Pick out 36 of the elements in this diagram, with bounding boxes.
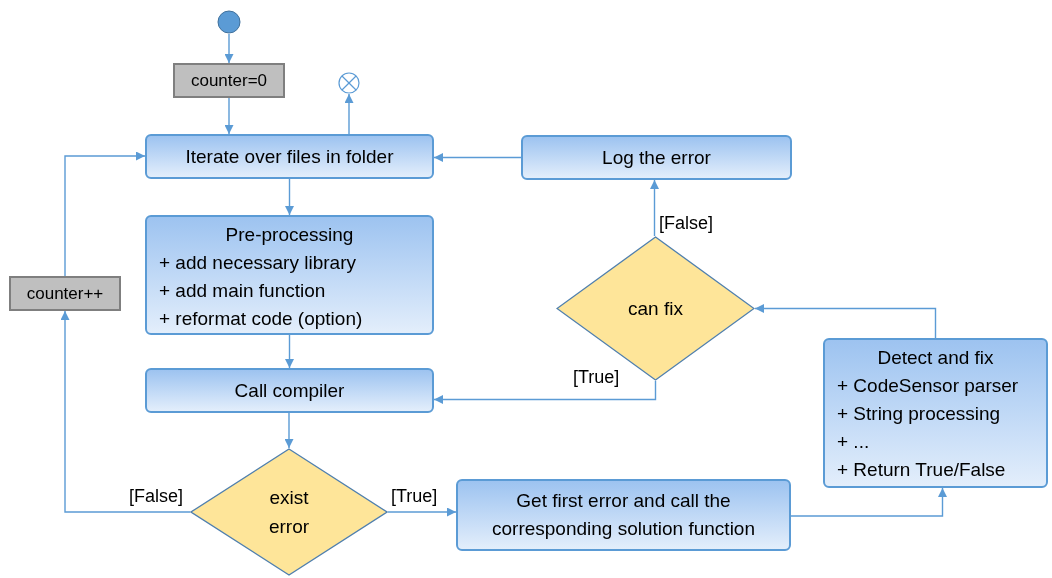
- arrow: [433, 153, 522, 162]
- process-box: Get first error and call the corresponding solution function: [456, 479, 791, 551]
- arrow: [284, 412, 294, 449]
- arrow: [387, 507, 457, 517]
- process-box: [823, 338, 1048, 488]
- arrow: [60, 310, 191, 513]
- process-box: Iterate over files in folder: [145, 134, 434, 179]
- arrow: [754, 304, 937, 339]
- list-item: + String processing: [836, 402, 1002, 426]
- arrow: [790, 487, 947, 517]
- box-heading: Detect and fix: [876, 346, 995, 370]
- arrow: [224, 97, 234, 135]
- box-heading: Pre-processing: [224, 223, 355, 247]
- list-item: + add necessary library: [158, 251, 357, 275]
- arrow: [344, 93, 354, 135]
- variable-box: counter++: [9, 276, 121, 311]
- start-node-icon: [217, 10, 241, 34]
- decision-text: exist error: [267, 486, 311, 539]
- arrow: [433, 380, 657, 404]
- arrow: [224, 33, 234, 64]
- process-box: Call compiler: [145, 368, 434, 413]
- list-item: + CodeSensor parser: [836, 374, 1020, 398]
- final-node-icon: [338, 72, 360, 94]
- arrow: [285, 334, 294, 369]
- arrow: [285, 178, 294, 216]
- list-item: + reformat code (option): [158, 307, 364, 331]
- decision-text: can fix: [627, 297, 684, 321]
- arrow: [650, 179, 659, 237]
- variable-box: counter=0: [173, 63, 285, 98]
- arrow: [64, 151, 146, 277]
- decision-diamond: [190, 448, 388, 576]
- list-item: + Return True/False: [836, 458, 1007, 482]
- list-item: + add main function: [158, 279, 327, 303]
- list-item: + ...: [836, 430, 871, 454]
- process-box: Log the error: [521, 135, 792, 180]
- process-box: [145, 215, 434, 335]
